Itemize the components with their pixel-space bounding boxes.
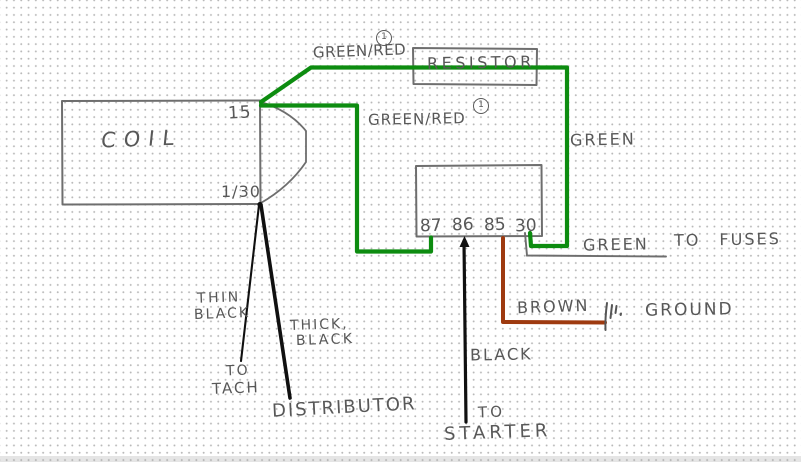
- wire-label-green: GREEN: [569, 129, 636, 150]
- pencil-line-to-fuses: [524, 232, 667, 258]
- wire-label-brown: BROWN: [516, 295, 590, 318]
- relay-terminal-85: 85: [483, 214, 506, 236]
- coil-terminal-130: 1/30: [221, 182, 261, 201]
- wire-label-green-red-top: GREEN/RED: [312, 40, 407, 62]
- label-ground: GROUND: [644, 299, 734, 321]
- wire-label-thin-black-line1: THIN: [196, 289, 241, 307]
- wire-thin-black-tach: [239, 203, 261, 363]
- coil-connector-outline: [259, 101, 307, 205]
- wire-label-fuses-green: GREEN: [582, 234, 649, 255]
- label-to-starter-line1: TO: [477, 402, 506, 422]
- wire-green-coil15-resistor-relay30: [258, 65, 570, 249]
- coil-label: COIL: [99, 125, 184, 153]
- coil-terminal-15: 15: [227, 102, 253, 124]
- wire-label-black: BLACK: [469, 344, 533, 365]
- ground-symbol-icon: [604, 302, 622, 331]
- arrowhead-relay86-icon: [459, 236, 470, 247]
- wire-green-coil15-relay87: [258, 103, 434, 254]
- label-to-tach-line1: TO: [225, 362, 250, 380]
- resistor-label: RESISTOR: [426, 52, 535, 73]
- wire-black-relay86-starter: [462, 239, 468, 424]
- wire-brown-relay85-ground: [501, 236, 607, 325]
- canvas-bottom-edge: [0, 456, 801, 462]
- relay-box: [415, 164, 543, 238]
- resistor-box: [412, 47, 538, 86]
- relay-terminal-30: 30: [514, 215, 537, 237]
- wire-label-green-red-mid: GREEN/RED: [367, 109, 466, 129]
- label-to-tach-line2: TACH: [211, 378, 261, 398]
- footnote-marker-mid: 1: [473, 98, 489, 114]
- relay-terminal-87: 87: [419, 215, 442, 237]
- relay-terminal-86: 86: [451, 214, 474, 236]
- wire-label-thin-black-line2: BLACK: [193, 305, 251, 323]
- wire-thick-black-distributor: [259, 203, 292, 400]
- wire-label-fuses-destination: TO FUSES: [673, 229, 781, 250]
- label-to-starter-line2: STARTER: [443, 420, 552, 445]
- wire-label-thick-black-line2: BLACK: [295, 330, 355, 350]
- footnote-marker-top: 1: [376, 30, 392, 46]
